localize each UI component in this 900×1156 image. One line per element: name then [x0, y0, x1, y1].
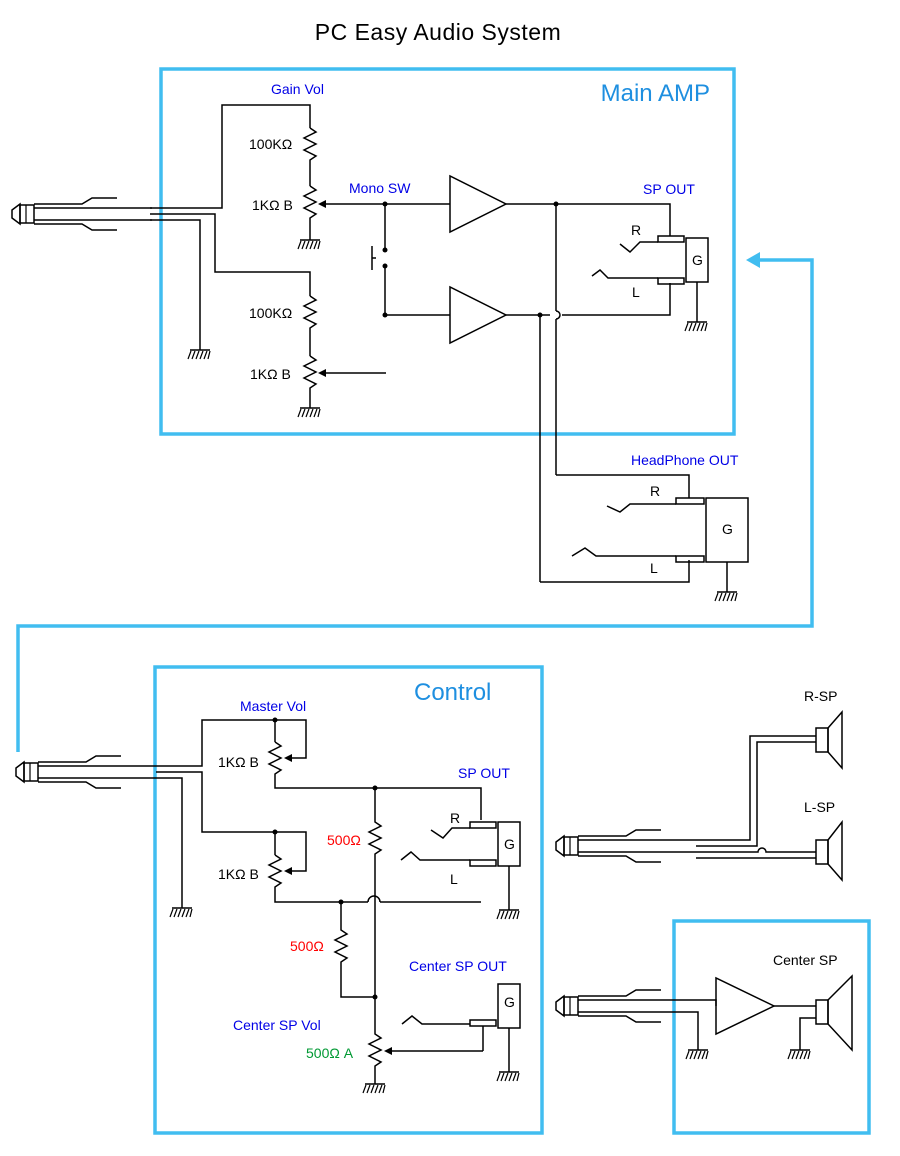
center-speaker-ground-icon [787, 1049, 811, 1060]
control-input-ground-icon [169, 907, 193, 918]
amp-lower-icon [449, 285, 508, 345]
pot2-label: 1KΩ B [218, 866, 259, 882]
main-input-ground-icon [187, 349, 211, 360]
headphone-ground-icon [714, 591, 738, 602]
main-sp-out-jack [591, 235, 709, 332]
control-input-plug [15, 755, 157, 789]
pot-top-ground-icon [297, 239, 321, 250]
mono-sw-label: Mono SW [349, 180, 411, 196]
gain-vol-label: Gain Vol [271, 81, 324, 97]
pot1-label: 1KΩ B [218, 754, 259, 770]
main-jack-r-label: R [631, 222, 641, 238]
control-title: Control [414, 679, 491, 706]
master-vol-label: Master Vol [240, 698, 306, 714]
center-speaker-section: Center SP [555, 919, 871, 1135]
control-section: Control [15, 665, 544, 1135]
center-sp-out-jack [401, 983, 521, 1082]
control-jack-r-label: R [450, 810, 460, 826]
center-out-ground-icon [496, 1071, 520, 1082]
cable-arrow-icon [746, 252, 760, 268]
main-sp-out-label: SP OUT [643, 181, 695, 197]
stereo-speakers-section: R-SP L-SP [555, 688, 843, 882]
page-title: PC Easy Audio System [315, 19, 562, 45]
control-sp-ground-icon [496, 909, 520, 920]
control-box [153, 665, 544, 1135]
center-amp-ground-icon [685, 1049, 709, 1060]
pot-bottom-ground-icon [297, 407, 321, 418]
main-amp-section: Main AMP Gain Vol 100KΩ 1KΩ B 100KΩ 1K [11, 67, 736, 582]
main-amp-title: Main AMP [601, 80, 710, 107]
r-speaker-icon [815, 710, 843, 770]
main-jack-g-label: G [692, 252, 703, 268]
l-sp-label: L-SP [804, 799, 835, 815]
headphone-out-label: HeadPhone OUT [631, 452, 739, 468]
l-speaker-icon [815, 819, 843, 882]
connection-cable [16, 258, 814, 752]
headphone-r-label: R [650, 483, 660, 499]
control-sp-out-label: SP OUT [458, 765, 510, 781]
center-sp-vol-label: Center SP Vol [233, 1017, 321, 1033]
main-amp-box [159, 67, 736, 436]
r-100k-top-label: 100KΩ [249, 136, 292, 152]
main-sp-ground-icon [684, 321, 708, 332]
headphone-section: HeadPhone OUT R L G [540, 452, 749, 602]
pot-center-label: 500Ω A [306, 1045, 354, 1061]
control-jack-l-label: L [450, 871, 458, 887]
headphone-l-label: L [650, 560, 658, 576]
res1-label: 500Ω [327, 832, 361, 848]
r-sp-label: R-SP [804, 688, 837, 704]
amp-upper-icon [449, 174, 508, 234]
resistor-100k-top [302, 127, 318, 186]
center-sp-label: Center SP [773, 952, 838, 968]
center-amp-icon [715, 976, 776, 1036]
r-1k-bottom-label: 1KΩ B [250, 366, 291, 382]
control-sp-out-jack [400, 821, 521, 920]
r-1k-top-label: 1KΩ B [252, 197, 293, 213]
r-100k-bottom-label: 100KΩ [249, 305, 292, 321]
res2-label: 500Ω [290, 938, 324, 954]
headphone-g-label: G [722, 521, 733, 537]
pot-1k-top [302, 185, 330, 240]
center-sp-out-label: Center SP OUT [409, 958, 507, 974]
mono-switch-icon [371, 204, 388, 315]
center-vol-ground-icon [362, 1083, 386, 1094]
center-speaker-box [672, 919, 871, 1135]
main-jack-l-label: L [632, 284, 640, 300]
main-input-plug [11, 197, 153, 231]
control-jack-g-label: G [504, 836, 515, 852]
center-jack-g-label: G [504, 994, 515, 1010]
stereo-plug [555, 829, 697, 863]
center-speaker-icon [815, 974, 853, 1052]
